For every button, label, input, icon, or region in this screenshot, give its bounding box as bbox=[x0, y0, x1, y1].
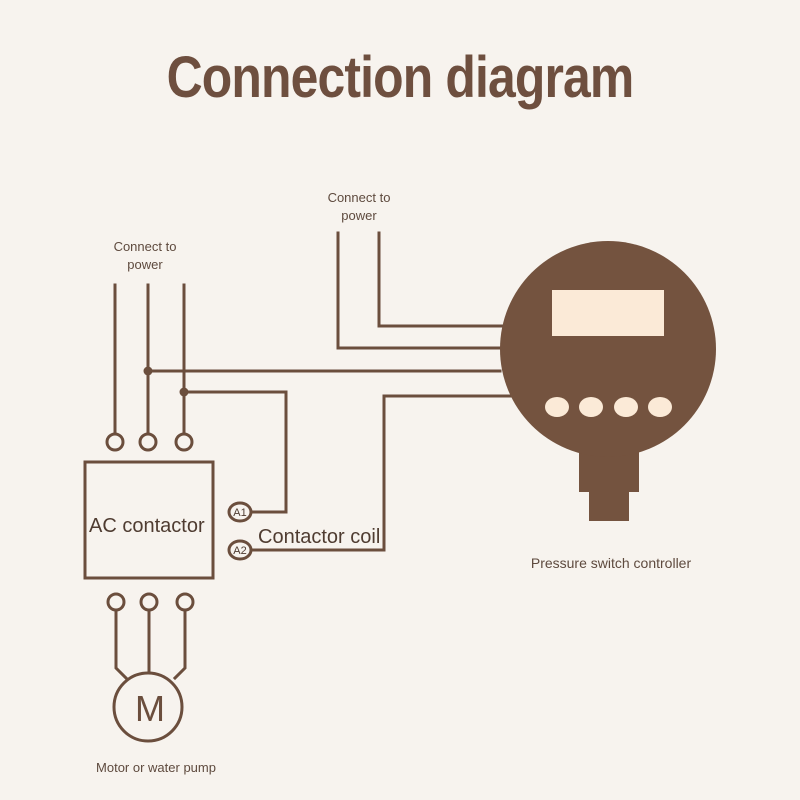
contactor-bottom-terminal bbox=[106, 592, 126, 612]
controller-button bbox=[648, 397, 672, 417]
terminal-a2 bbox=[227, 539, 253, 561]
motor-caption: Motor or water pump bbox=[96, 760, 216, 775]
contactor-top-terminal bbox=[138, 432, 158, 452]
junction-dot bbox=[179, 387, 189, 397]
power-label-right: Connect to power bbox=[327, 190, 391, 223]
controller-connector bbox=[579, 450, 639, 492]
coil-a1-wire bbox=[182, 390, 288, 514]
controller-display bbox=[552, 290, 664, 336]
power-label-left: Connect to power bbox=[113, 239, 177, 272]
controller-button bbox=[614, 397, 638, 417]
ac-contactor-box bbox=[83, 460, 215, 580]
terminal-a1-label: A1 bbox=[233, 507, 246, 519]
motor-symbol-label: M bbox=[135, 688, 165, 729]
contactor-top-terminal bbox=[105, 432, 125, 452]
controller-button bbox=[579, 397, 603, 417]
terminal-a2-label: A2 bbox=[233, 545, 246, 557]
contactor-coil-label: Contactor coil bbox=[258, 526, 381, 548]
controller-caption: Pressure switch controller bbox=[530, 555, 692, 571]
page-title: Connection diagram bbox=[166, 45, 635, 110]
controller-button bbox=[545, 397, 569, 417]
contactor-bottom-terminal bbox=[175, 592, 195, 612]
motor-symbol bbox=[112, 671, 184, 743]
ac-contactor-label: AC contactor bbox=[89, 515, 205, 537]
controller-power-wire-1 bbox=[336, 231, 502, 350]
terminal-a1 bbox=[227, 501, 253, 523]
coil-a2-wire bbox=[250, 394, 512, 552]
controller-power-wire-2 bbox=[377, 231, 507, 328]
pressure-switch-controller bbox=[500, 241, 716, 457]
contactor-top-terminal bbox=[174, 432, 194, 452]
motor-wire-1 bbox=[114, 608, 129, 681]
junction-dot bbox=[143, 366, 153, 376]
controller-thread bbox=[589, 488, 629, 521]
contactor-bottom-terminal bbox=[139, 592, 159, 612]
motor-wire-3 bbox=[172, 608, 187, 681]
